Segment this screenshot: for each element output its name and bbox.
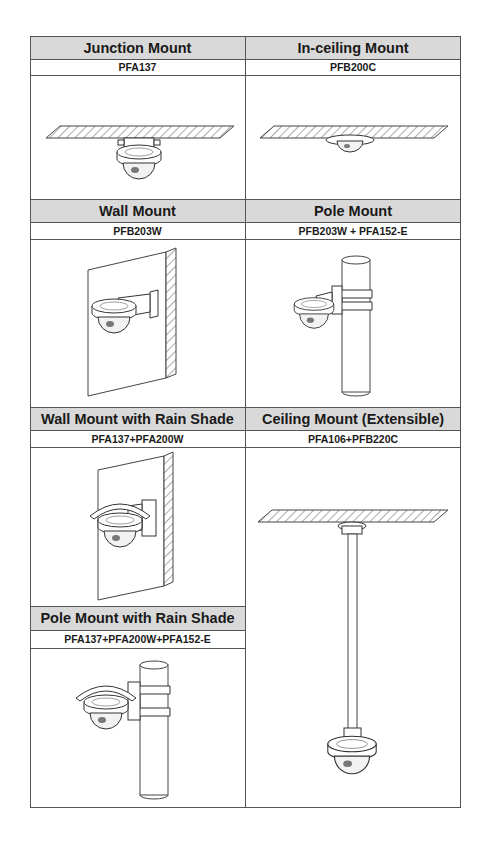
table-cell: PFB200C [245, 59, 461, 75]
model-number: PFA137+PFA200W+PFA152-E [64, 633, 211, 645]
ceiling-extensible-figure [258, 510, 448, 774]
table-cell: Junction Mount [30, 36, 245, 59]
table-cell: PFA137+PFA200W+PFA152-E [30, 630, 245, 648]
mount-title: Wall Mount with Rain Shade [41, 411, 234, 427]
table-cell: Wall Mount [30, 199, 245, 222]
mount-title: Junction Mount [84, 40, 192, 56]
junction-mount-figure [46, 126, 234, 179]
table-cell: PFB203W + PFA152-E [245, 222, 461, 239]
model-number: PFA137+PFA200W [92, 433, 184, 445]
mount-title: Wall Mount [99, 203, 176, 219]
model-number: PFA106+PFB220C [308, 433, 398, 445]
pole-rain-shade-figure [76, 661, 170, 799]
model-number: PFA137 [119, 61, 157, 73]
model-number: PFB203W + PFA152-E [299, 225, 408, 237]
table-cell: Ceiling Mount (Extensible) [245, 407, 461, 430]
pole-mount-figure [294, 256, 372, 396]
wall-rain-shade-figure [90, 452, 173, 600]
table-cell: Wall Mount with Rain Shade [30, 407, 245, 430]
table-cell: In-ceiling Mount [245, 36, 461, 59]
table-cell: PFA106+PFB220C [245, 430, 461, 447]
model-number: PFB203W [113, 225, 161, 237]
table-cell: PFB203W [30, 222, 245, 239]
mount-title: Pole Mount [314, 203, 392, 219]
wall-mount-figure [88, 248, 176, 396]
mount-title: In-ceiling Mount [297, 40, 408, 56]
table-cell: PFA137+PFA200W [30, 430, 245, 447]
table-cell: Pole Mount with Rain Shade [30, 606, 245, 630]
model-number: PFB200C [330, 61, 376, 73]
mount-title: Ceiling Mount (Extensible) [262, 411, 444, 427]
in-ceiling-mount-figure [260, 126, 448, 152]
table-cell: PFA137 [30, 59, 245, 75]
table-cell: Pole Mount [245, 199, 461, 222]
table-grid [30, 36, 461, 808]
mount-title: Pole Mount with Rain Shade [40, 610, 234, 626]
